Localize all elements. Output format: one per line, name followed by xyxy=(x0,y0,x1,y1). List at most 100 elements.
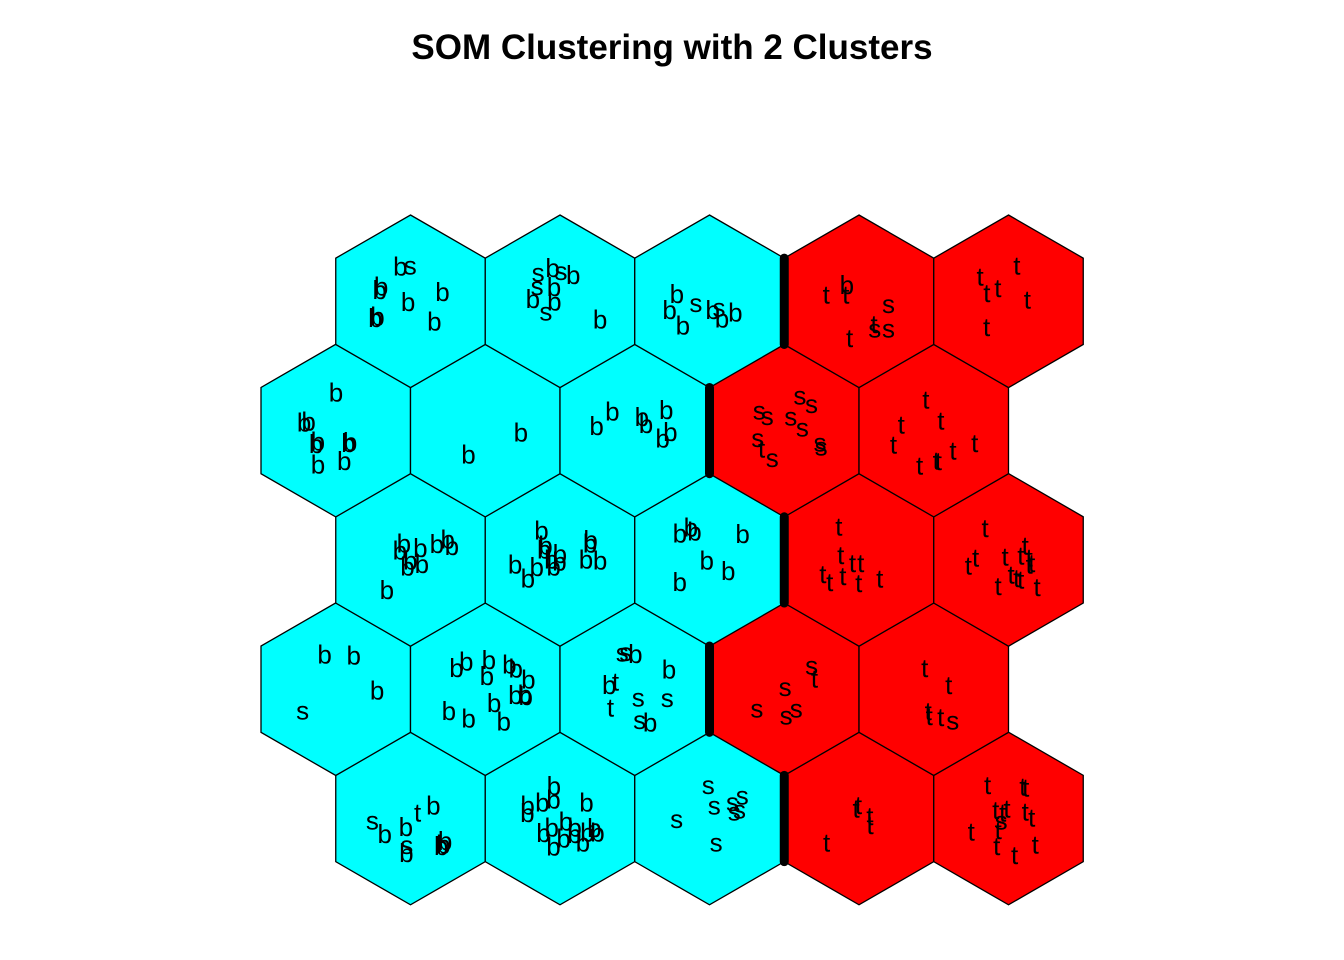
cell-label-r2-c3-7: b xyxy=(662,655,676,685)
hex-cells-layer xyxy=(260,214,1084,906)
cell-label-r5-c4-7: b xyxy=(840,270,854,300)
cell-label-r3-c2-4: b xyxy=(546,552,560,582)
cell-label-r3-c1-1: b xyxy=(415,549,429,579)
cell-label-r3-c5-0: t xyxy=(981,513,989,543)
cell-label-r3-c3-2: b xyxy=(735,519,749,549)
cell-label-r4-c4-3: s xyxy=(751,423,764,453)
cell-label-r2-c1-1: b xyxy=(317,640,331,670)
cell-label-r1-c1-7: b xyxy=(399,838,413,868)
cell-label-r5-c5-0: t xyxy=(983,312,991,342)
cell-label-r3-c1-6: b xyxy=(445,531,459,561)
cell-label-r4-c1-7: b xyxy=(311,427,325,457)
cell-label-r4-c4-10: t xyxy=(758,434,766,464)
cell-label-r3-c1-3: b xyxy=(403,546,417,576)
cell-label-r2-c5-1: s xyxy=(946,705,959,735)
cell-label-r4-c5-6: t xyxy=(890,429,898,459)
cell-label-r1-c2-0: b xyxy=(520,798,534,828)
cell-label-r2-c3-2: s xyxy=(661,683,674,713)
cell-label-r4-c3-6: b xyxy=(659,395,673,425)
cell-label-r3-c4-3: t xyxy=(839,561,847,591)
cell-label-r1-c3-0: s xyxy=(736,780,749,810)
cell-label-r3-c4-5: t xyxy=(849,548,857,578)
cell-label-r3-c4-8: t xyxy=(857,548,865,578)
cell-label-r1-c1-3: b xyxy=(434,831,448,861)
cell-label-r5-c5-4: t xyxy=(976,262,984,292)
cell-label-r3-c1-4: b xyxy=(400,552,414,582)
cell-label-r1-c5-6: t xyxy=(993,831,1001,861)
cell-label-r5-c5-3: t xyxy=(1024,284,1032,314)
cell-label-r2-c4-1: s xyxy=(750,693,763,723)
cell-label-r2-c3-10: t xyxy=(612,667,620,697)
cell-label-r5-c1-1: b xyxy=(393,252,407,282)
cell-label-r3-c2-6: b xyxy=(521,564,535,594)
cell-label-r3-c5-12: t xyxy=(1026,549,1034,579)
cell-label-r4-c1-2: b xyxy=(341,428,355,458)
cell-label-r4-c1-8: b xyxy=(301,407,315,437)
cell-label-r5-c4-3: t xyxy=(823,280,831,310)
cell-label-r5-c1-0: b xyxy=(370,302,384,332)
cell-label-r5-c2-7: b xyxy=(547,287,561,317)
cell-label-r3-c5-4: t xyxy=(1028,548,1036,578)
cell-label-r1-c5-4: t xyxy=(1022,773,1030,803)
cell-label-r1-c5-3: t xyxy=(995,815,1003,845)
cell-label-r4-c5-5: t xyxy=(949,436,957,466)
cell-label-r3-c2-1: b xyxy=(544,544,558,574)
cell-label-r2-c2-11: b xyxy=(521,665,535,695)
cell-label-r5-c1-6: s xyxy=(404,251,417,281)
cell-label-r5-c3-1: s xyxy=(689,288,702,318)
cell-label-r3-c1-0: b xyxy=(430,529,444,559)
cell-label-r1-c1-9: s xyxy=(400,830,413,860)
cell-label-r1-c2-13: b xyxy=(587,813,601,843)
cell-label-r5-c1-7: b xyxy=(435,277,449,307)
cell-label-r2-c2-5: b xyxy=(449,653,463,683)
cell-label-r1-c3-6: s xyxy=(733,794,746,824)
cell-label-r1-c3-3: s xyxy=(670,804,683,834)
cell-label-r4-c2-0: b xyxy=(461,439,475,469)
hex-cell-r5-c5 xyxy=(933,214,1084,389)
cell-label-r3-c1-9: b xyxy=(440,524,454,554)
cell-label-r5-c2-3: b xyxy=(547,272,561,302)
cell-label-r3-c5-9: t xyxy=(1022,530,1030,560)
cell-label-r1-c4-3: t xyxy=(852,793,860,823)
cell-label-r2-c2-4: b xyxy=(518,681,532,711)
cell-label-r4-c5-4: t xyxy=(935,446,943,476)
cell-label-r2-c5-4: t xyxy=(925,696,933,726)
cell-label-r4-c3-1: b xyxy=(589,411,603,441)
cell-label-r1-c5-5: t xyxy=(984,770,992,800)
cell-label-r3-c3-0: b xyxy=(672,567,686,597)
cell-label-r4-c5-8: t xyxy=(971,428,979,458)
cell-label-r2-c2-1: b xyxy=(487,688,501,718)
cell-label-r2-c3-6: s xyxy=(616,638,629,668)
cell-label-r5-c5-5: t xyxy=(994,273,1002,303)
cell-label-r3-c1-5: b xyxy=(380,575,394,605)
cell-label-r5-c1-8: b xyxy=(372,275,386,305)
cell-label-r3-c2-0: b xyxy=(583,525,597,555)
cell-label-r4-c2-1: b xyxy=(514,418,528,448)
cell-label-r5-c2-5: b xyxy=(545,253,559,283)
cell-label-r1-c2-9: b xyxy=(567,813,581,843)
cell-label-r4-c4-5: s xyxy=(805,389,818,419)
cell-label-r4-c4-8: s xyxy=(761,401,774,431)
cell-label-r2-c1-0: b xyxy=(346,641,360,671)
cell-label-r4-c3-2: b xyxy=(635,402,649,432)
cell-label-r1-c5-8: s xyxy=(995,805,1008,835)
cell-label-r4-c1-3: b xyxy=(297,408,311,438)
cell-label-r1-c2-16: b xyxy=(576,828,590,858)
cell-label-r3-c5-1: t xyxy=(972,543,980,573)
cell-label-r5-c2-2: s xyxy=(555,256,568,286)
cell-label-r2-c2-6: b xyxy=(461,703,475,733)
cell-label-r1-c2-7: b xyxy=(579,788,593,818)
cell-label-r4-c3-4: b xyxy=(655,423,669,453)
cell-label-r3-c1-8: b xyxy=(397,528,411,558)
cluster-boundary-layer xyxy=(705,253,789,867)
cell-label-r3-c3-5: b xyxy=(721,556,735,586)
cell-label-r1-c5-1: t xyxy=(1003,793,1011,823)
cell-label-r5-c2-8: s xyxy=(531,271,544,301)
cell-label-r1-c1-2: s xyxy=(366,806,379,836)
cell-label-r1-c2-1: b xyxy=(559,806,573,836)
cell-label-r2-c5-2: t xyxy=(926,701,934,731)
cell-label-r5-c2-0: b xyxy=(526,284,540,314)
cell-label-r1-c4-4: t xyxy=(866,810,874,840)
cell-label-r4-c1-1: b xyxy=(311,450,325,480)
